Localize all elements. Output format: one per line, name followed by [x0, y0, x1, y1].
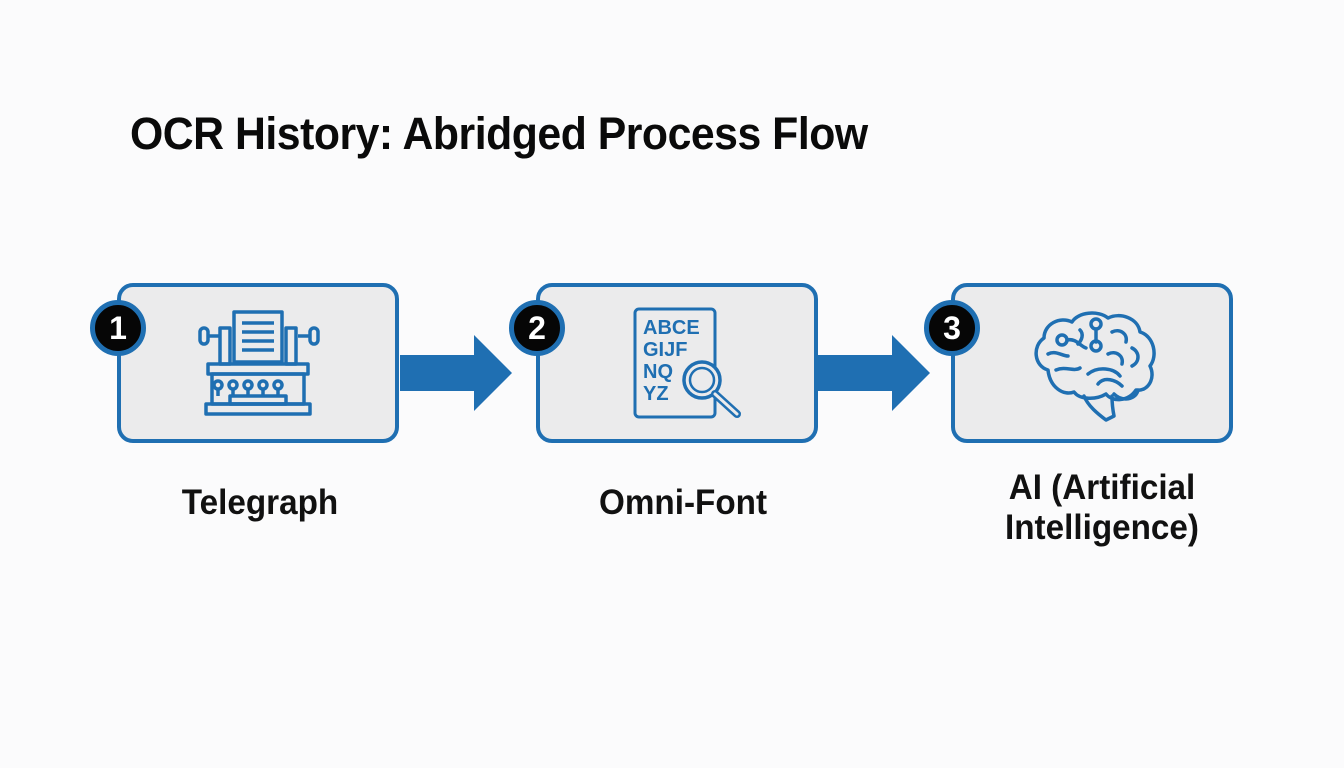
brain-icon [1034, 311, 1156, 422]
step-3-label-line-1: AI (Artificial [1008, 468, 1196, 507]
step-2-label: Omni-Font [598, 483, 768, 522]
step-1-label: Telegraph [181, 483, 339, 522]
step-3-label-line-2: Intelligence) [1004, 508, 1200, 547]
icon-letters-row-4: YZ [643, 383, 669, 405]
step-1-badge: 1 [90, 300, 146, 356]
arrow-2-to-3 [818, 335, 930, 411]
icon-letters-row-1: ABCE [643, 317, 700, 339]
step-3-card [951, 283, 1233, 443]
step-3-label: AI (Artificial Intelligence) [977, 468, 1228, 548]
icon-letters-row-2: GIJF [643, 339, 687, 361]
step-3-badge: 3 [924, 300, 980, 356]
telegraph-machine-icon [198, 310, 320, 416]
diagram-title: OCR History: Abridged Process Flow [130, 108, 868, 159]
step-2-badge: 2 [509, 300, 565, 356]
letters-magnifier-icon: ABCE GIJF NQ YZ [633, 307, 741, 419]
icon-letters-row-3: NQ [643, 361, 673, 383]
arrow-1-to-2 [400, 335, 512, 411]
